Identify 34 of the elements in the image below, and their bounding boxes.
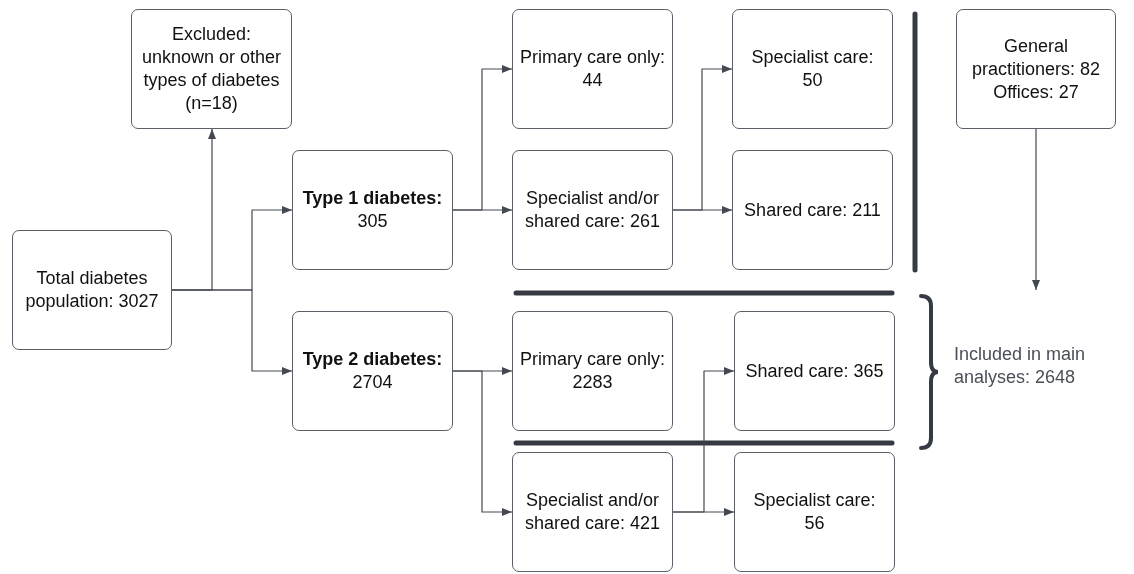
box-text: Type 1 diabetes: 305 — [301, 187, 444, 233]
box-text: Excluded: unknown or other types of diabetes (n=18) — [140, 23, 283, 115]
box-text: Offices: 27 — [993, 80, 1079, 104]
box-text: Specialist care: 56 — [752, 489, 877, 535]
box-text: Type 2 diabetes: 2704 — [301, 348, 444, 394]
process-box — [512, 9, 673, 129]
process-box — [512, 150, 673, 270]
arrow — [1032, 128, 1040, 291]
box-text: Total diabetes population: 3027 — [24, 267, 160, 313]
arrow — [452, 370, 513, 516]
arrow — [672, 508, 735, 516]
process-box — [734, 311, 895, 431]
box-text: Primary care only: 2283 — [519, 348, 666, 394]
process-box — [512, 311, 673, 431]
process-box — [734, 452, 895, 572]
box-text: Specialist and/or shared care: 261 — [523, 187, 662, 233]
note-text: Included in main analyses: 2648 — [954, 343, 1087, 389]
box-text: General practitioners: 82 — [970, 34, 1102, 81]
process-box — [292, 311, 453, 431]
process-box — [292, 150, 453, 270]
box-text: Primary care only: 44 — [519, 46, 666, 92]
process-box — [732, 9, 893, 129]
box-text: Specialist care: 50 — [750, 46, 875, 92]
process-box — [12, 230, 172, 350]
process-box — [732, 150, 893, 270]
box-text: Shared care: 365 — [745, 359, 884, 383]
process-box — [512, 452, 673, 572]
process-box — [956, 9, 1116, 129]
arrow — [452, 206, 513, 214]
box-text: Specialist and/or shared care: 421 — [523, 489, 662, 535]
process-box — [131, 9, 292, 129]
arrow — [171, 289, 293, 375]
arrow — [672, 206, 733, 214]
box-text: Shared care: 211 — [744, 198, 881, 222]
